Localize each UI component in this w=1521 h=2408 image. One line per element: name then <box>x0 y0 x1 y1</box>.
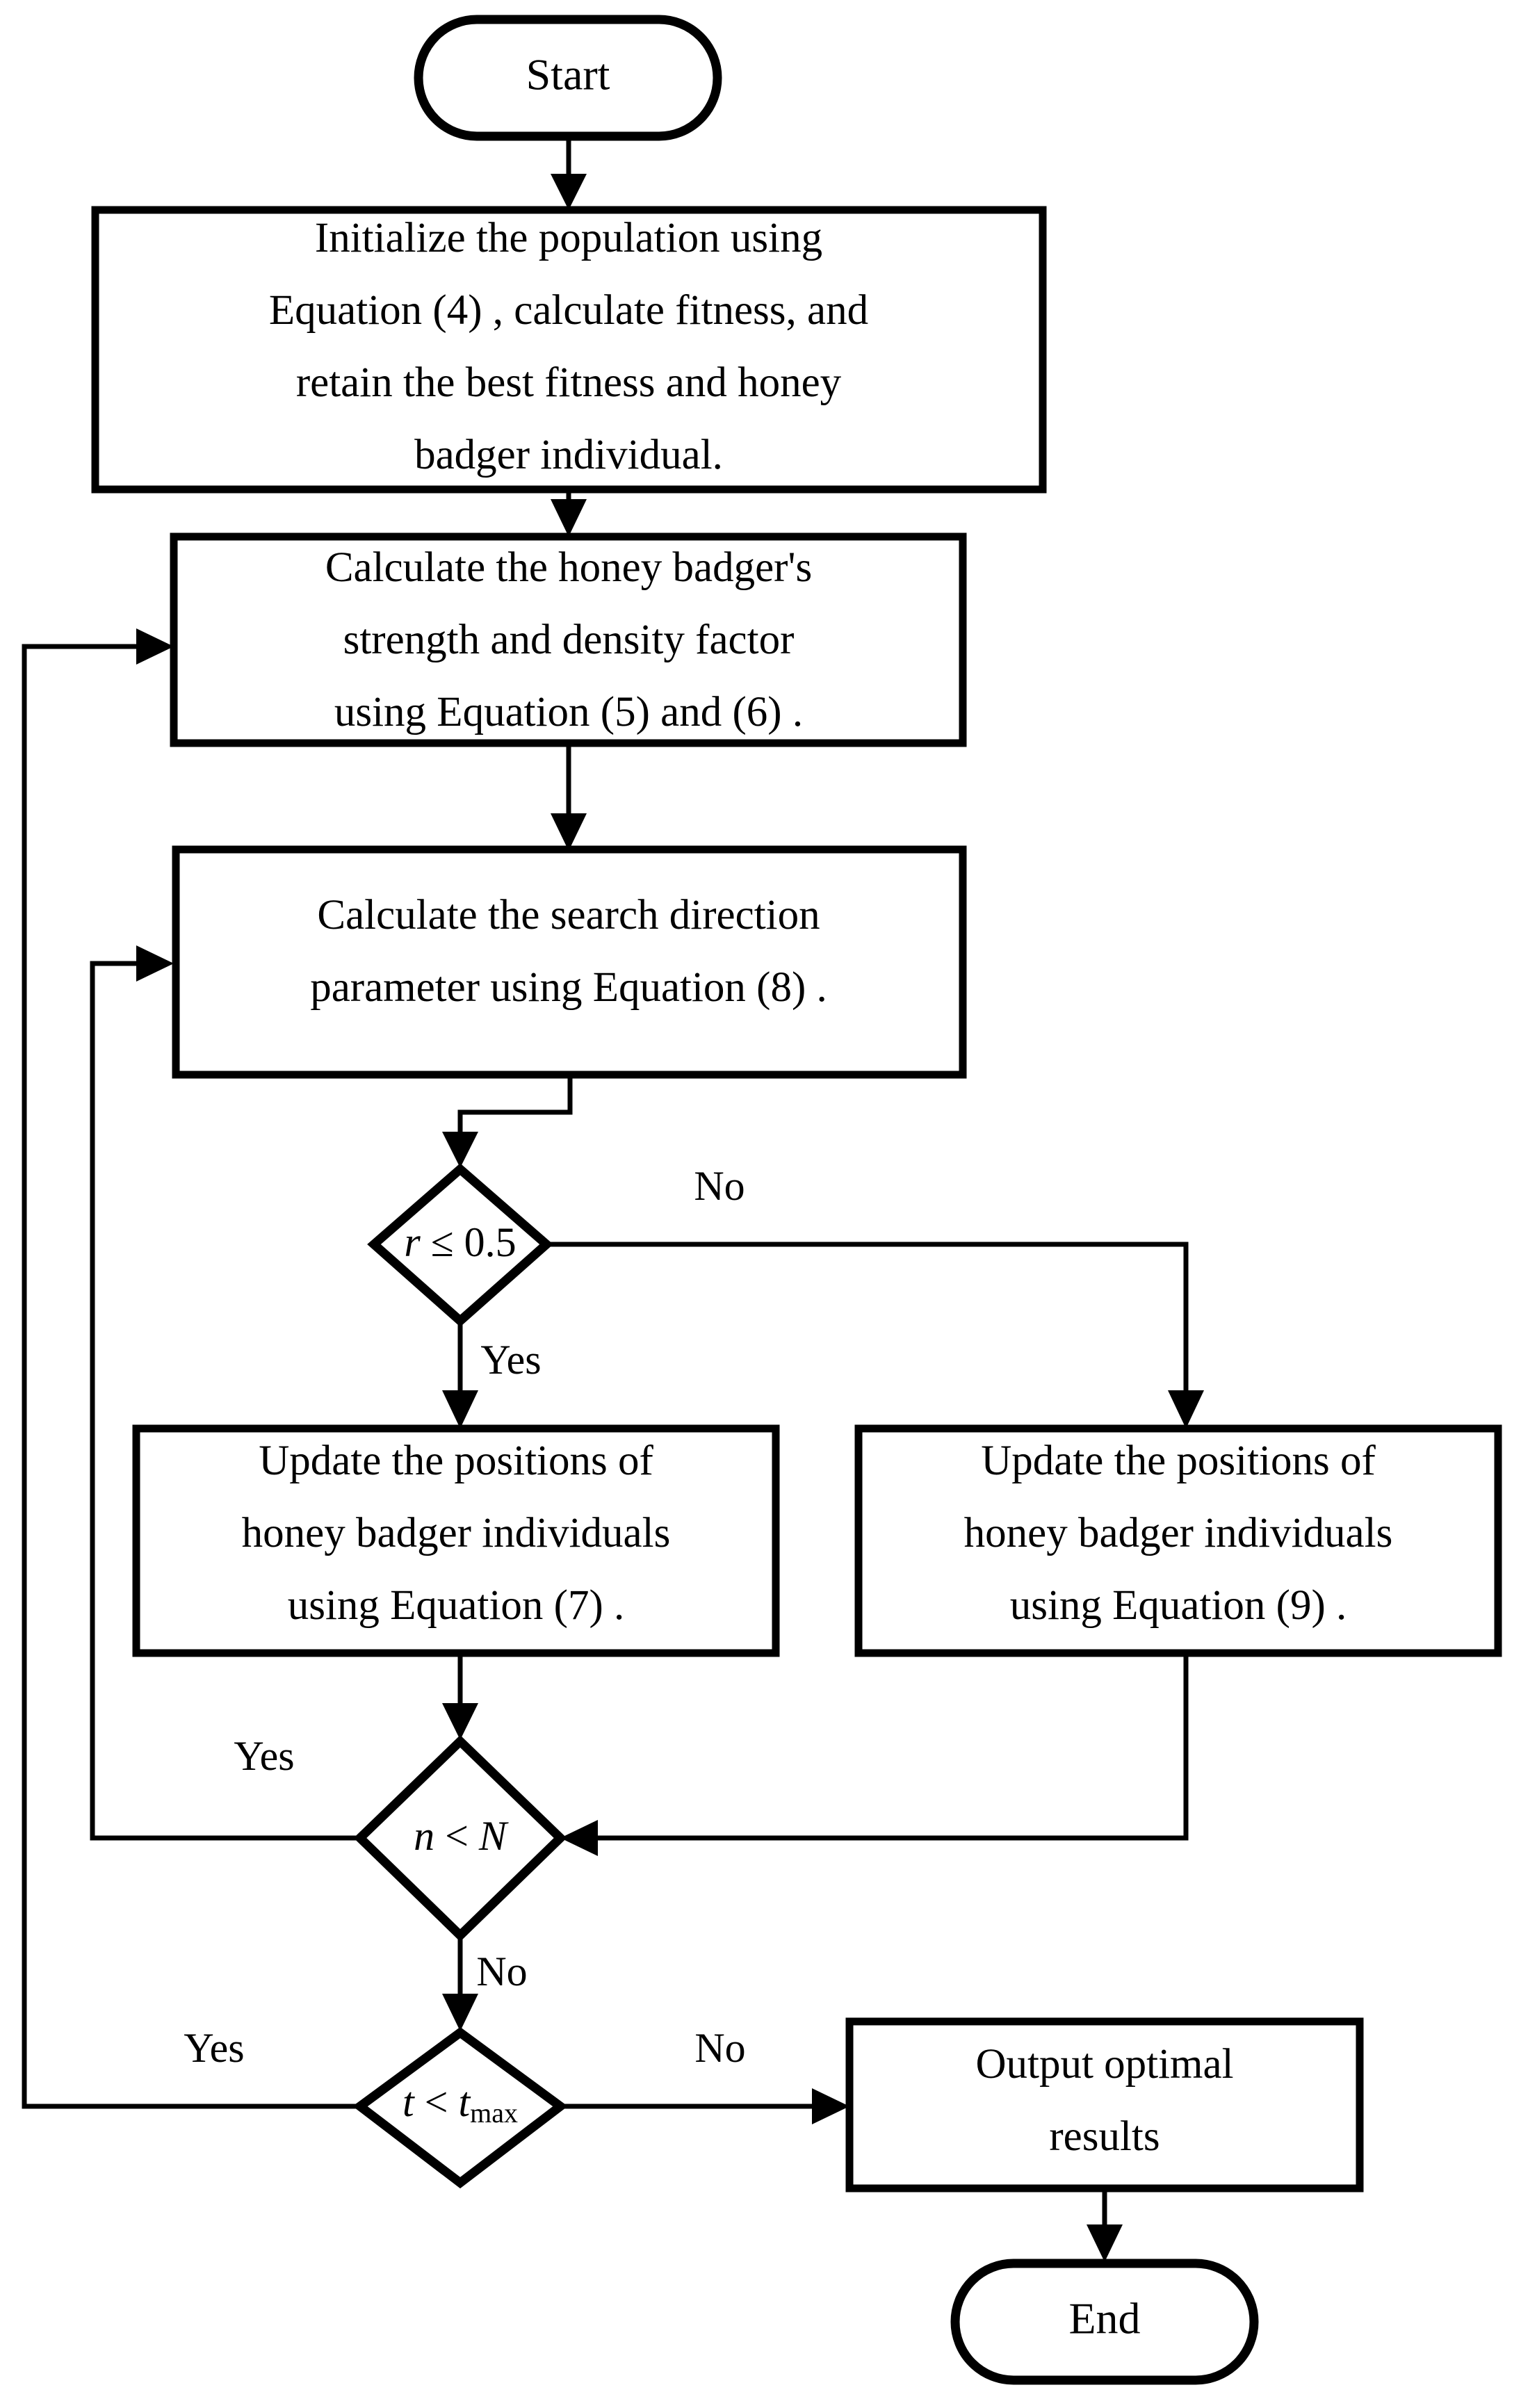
edge-decision-n-no <box>442 1937 478 2031</box>
edge-decision-t-no <box>560 2088 849 2124</box>
node-initialize-line-2: Equation (4) , calculate fitness, and <box>269 287 868 334</box>
node-decision-r-label: r ≤ 0.5 <box>404 1219 516 1265</box>
node-decision-n-label: n < N <box>414 1813 509 1859</box>
node-decision-n[interactable]: n < N <box>353 1734 567 1942</box>
node-update-right-line-1: Update the positions of <box>981 1438 1376 1484</box>
node-initialize-line-1: Initialize the population using <box>315 215 822 261</box>
node-calculate-direction[interactable]: Calculate the search direction parameter… <box>172 845 967 1079</box>
node-update-left-line-2: honey badger individuals <box>242 1510 671 1556</box>
node-output-line-1: Output optimal <box>975 2041 1233 2088</box>
node-initialize-line-4: badger individual. <box>414 432 723 478</box>
node-calculate-strength-line-2: strength and density factor <box>343 617 795 663</box>
node-update-left[interactable]: Update the positions of honey badger ind… <box>132 1424 780 1657</box>
node-calculate-strength-line-1: Calculate the honey badger's <box>325 544 812 591</box>
node-decision-t[interactable]: t < tmax <box>352 2026 568 2189</box>
edge-label-n-no: No <box>476 1949 527 1994</box>
edge-decision-r-yes <box>442 1322 478 1429</box>
node-update-right-line-2: honey badger individuals <box>964 1510 1393 1556</box>
node-calculate-strength[interactable]: Calculate the honey badger's strength an… <box>170 532 967 747</box>
edge-init-to-strength <box>551 489 587 537</box>
node-decision-r[interactable]: r ≤ 0.5 <box>367 1163 553 1327</box>
edge-label-t-yes: Yes <box>184 2025 244 2071</box>
node-calculate-direction-line-1: Calculate the search direction <box>317 892 820 938</box>
node-initialize[interactable]: Initialize the population using Equation… <box>91 206 1047 494</box>
edge-label-t-no: No <box>694 2025 745 2071</box>
edge-start-to-init <box>551 136 587 210</box>
node-end[interactable]: End <box>950 2259 1259 2385</box>
edge-decision-n-yes-loop <box>90 945 360 1841</box>
node-initialize-line-3: retain the best fitness and honey <box>296 359 842 406</box>
edge-direction-to-decision-r <box>442 1074 573 1168</box>
node-update-left-line-1: Update the positions of <box>259 1438 653 1484</box>
edge-update-left-to-decision-n <box>442 1653 478 1740</box>
node-update-right[interactable]: Update the positions of honey badger ind… <box>854 1424 1502 1657</box>
node-calculate-strength-line-3: using Equation (5) and (6) . <box>334 689 803 735</box>
edge-output-to-end <box>1087 2188 1123 2262</box>
node-update-right-line-3: using Equation (9) . <box>1010 1582 1347 1629</box>
node-decision-t-label: t < tmax <box>402 2079 518 2129</box>
node-start-label: Start <box>526 50 610 99</box>
node-output-line-2: results <box>1049 2113 1160 2160</box>
node-start[interactable]: Start <box>414 15 722 141</box>
node-update-left-line-3: using Equation (7) . <box>288 1582 625 1629</box>
edge-decision-t-yes-loop <box>22 628 360 2109</box>
edge-strength-to-direction <box>551 743 587 851</box>
edge-update-right-to-decision-n <box>560 1653 1189 1856</box>
edge-label-r-no: No <box>694 1163 745 1209</box>
edge-decision-r-no <box>546 1242 1204 1429</box>
node-end-label: End <box>1068 2294 1140 2343</box>
node-output[interactable]: Output optimal results <box>845 2017 1364 2193</box>
node-calculate-direction-line-2: parameter using Equation (8) . <box>310 964 827 1011</box>
edge-label-r-yes: Yes <box>480 1337 541 1383</box>
edge-label-n-yes: Yes <box>234 1733 294 1779</box>
